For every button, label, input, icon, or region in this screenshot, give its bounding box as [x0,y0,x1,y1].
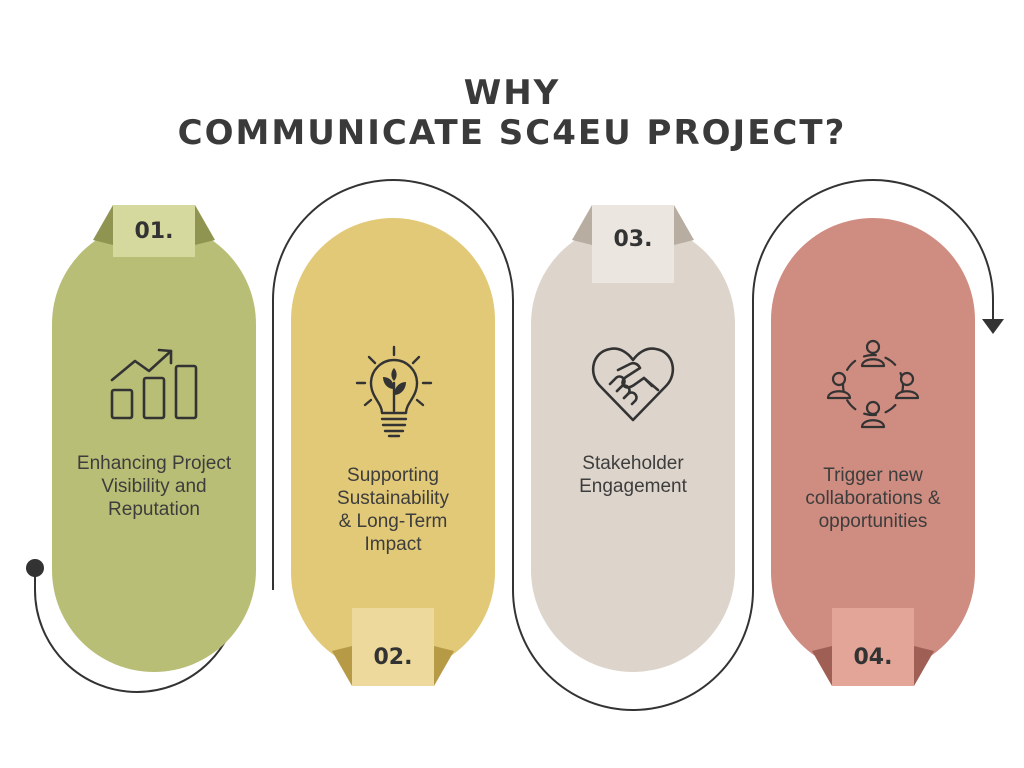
step-3-pill [531,222,735,672]
step-1-tab-fold [93,205,215,245]
step-1-label: Enhancing Project Visibility and Reputat… [76,453,232,520]
lightbulb-plant-icon [355,345,433,438]
step-2-label: Supporting Sustainability & Long-Term Im… [337,465,449,555]
flow-start-dot [26,559,44,577]
step-1-number-tab: 01. [113,205,195,257]
step-4-number-tab: 04. [832,608,914,686]
growth-chart-icon [110,348,198,420]
step-2-pill [291,218,495,674]
step-2-number-tab: 02. [352,608,434,686]
page-title-line-1: WHY [463,73,561,113]
step-3-number: 03. [613,227,653,252]
handshake-heart-icon [591,347,675,422]
step-4-pill [771,218,975,674]
step-2-number: 02. [373,645,413,670]
page-title-line-2: COMMUNICATE SC4EU PROJECT? [177,113,847,153]
team-network-icon [826,339,920,429]
step-4-number: 04. [853,645,893,670]
step-2-tab-fold [332,646,454,686]
step-3-number-tab: 03. [592,205,674,283]
step-1-pill [52,222,256,672]
step-4-label: Trigger new collaborations & opportuniti… [805,465,941,532]
step-4-tab-fold [812,646,934,686]
step-3-label: Stakeholder Engagement [579,453,687,497]
flow-end-arrow [982,319,1004,334]
step-3-tab-fold [572,205,694,245]
